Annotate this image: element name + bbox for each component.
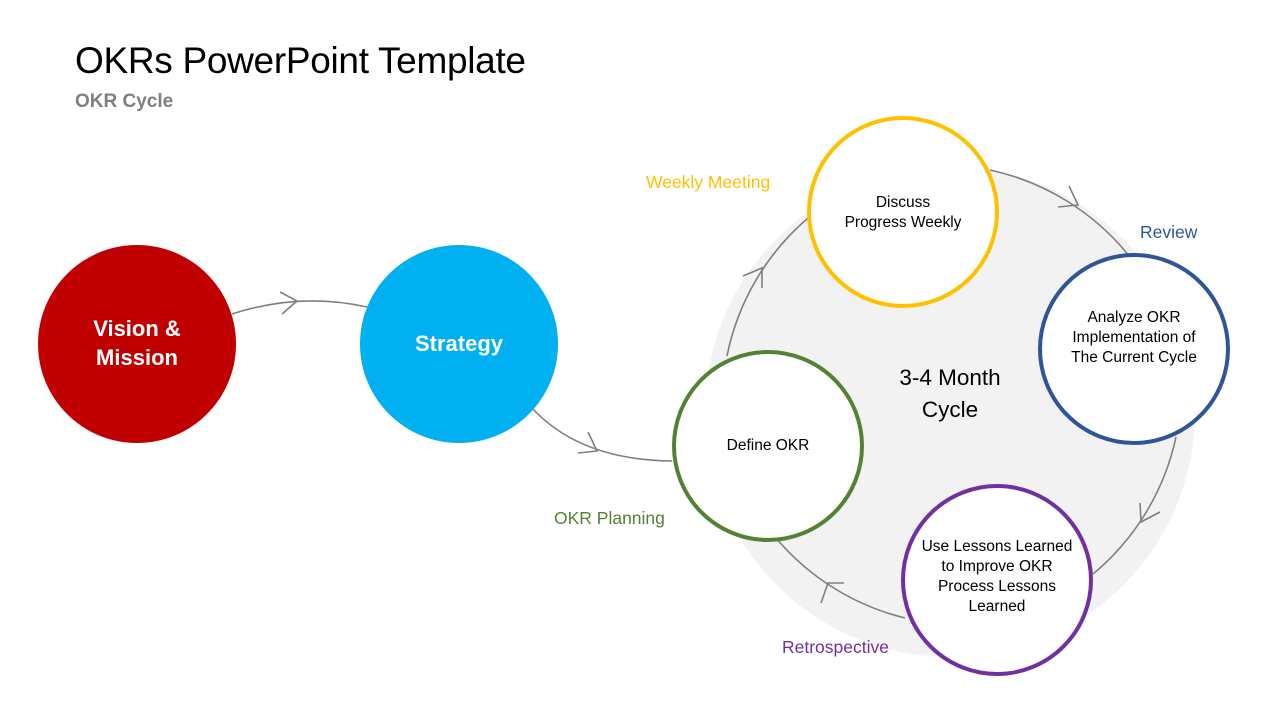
cycle-center-line-2: Cycle [921, 396, 979, 422]
stage-circle-weekly [807, 116, 999, 308]
cycle-center-line-1: 3-4 Month [899, 365, 1001, 390]
slide-title: OKRs PowerPoint Template [75, 40, 526, 81]
cycle-arc-review-to-retro [1092, 436, 1177, 575]
arrowhead-icon [742, 266, 763, 288]
stage-circle-review [1038, 253, 1230, 445]
connector-strategy-to-planning [531, 407, 673, 462]
connector-vision-to-strategy [231, 300, 368, 315]
vision-mission-circle [38, 245, 236, 443]
slide-subtitle: OKR Cycle [75, 91, 174, 112]
arrowhead-icon [820, 582, 844, 604]
stage-label-retrospective: Retrospective [782, 637, 889, 657]
cycle-arc-weekly-to-review [989, 169, 1131, 258]
cycle-arc-planning-to-weekly [726, 217, 809, 357]
arrowhead-icon [577, 431, 599, 454]
stage-label-review: Review [1140, 222, 1198, 242]
stage-label-planning: OKR Planning [554, 508, 665, 528]
strategy-circle [360, 245, 558, 443]
arrowhead-icon [279, 291, 299, 315]
stage-circle-retrospective [901, 484, 1093, 676]
cycle-arc-retro-to-planning [775, 537, 906, 619]
stage-label-weekly: Weekly Meeting [646, 172, 771, 192]
arrowhead-icon [1139, 502, 1161, 524]
stage-circle-planning [672, 350, 864, 542]
arrowhead-icon [1057, 185, 1080, 208]
cycle-center-label: 3-4 Month Cycle [860, 362, 1040, 425]
